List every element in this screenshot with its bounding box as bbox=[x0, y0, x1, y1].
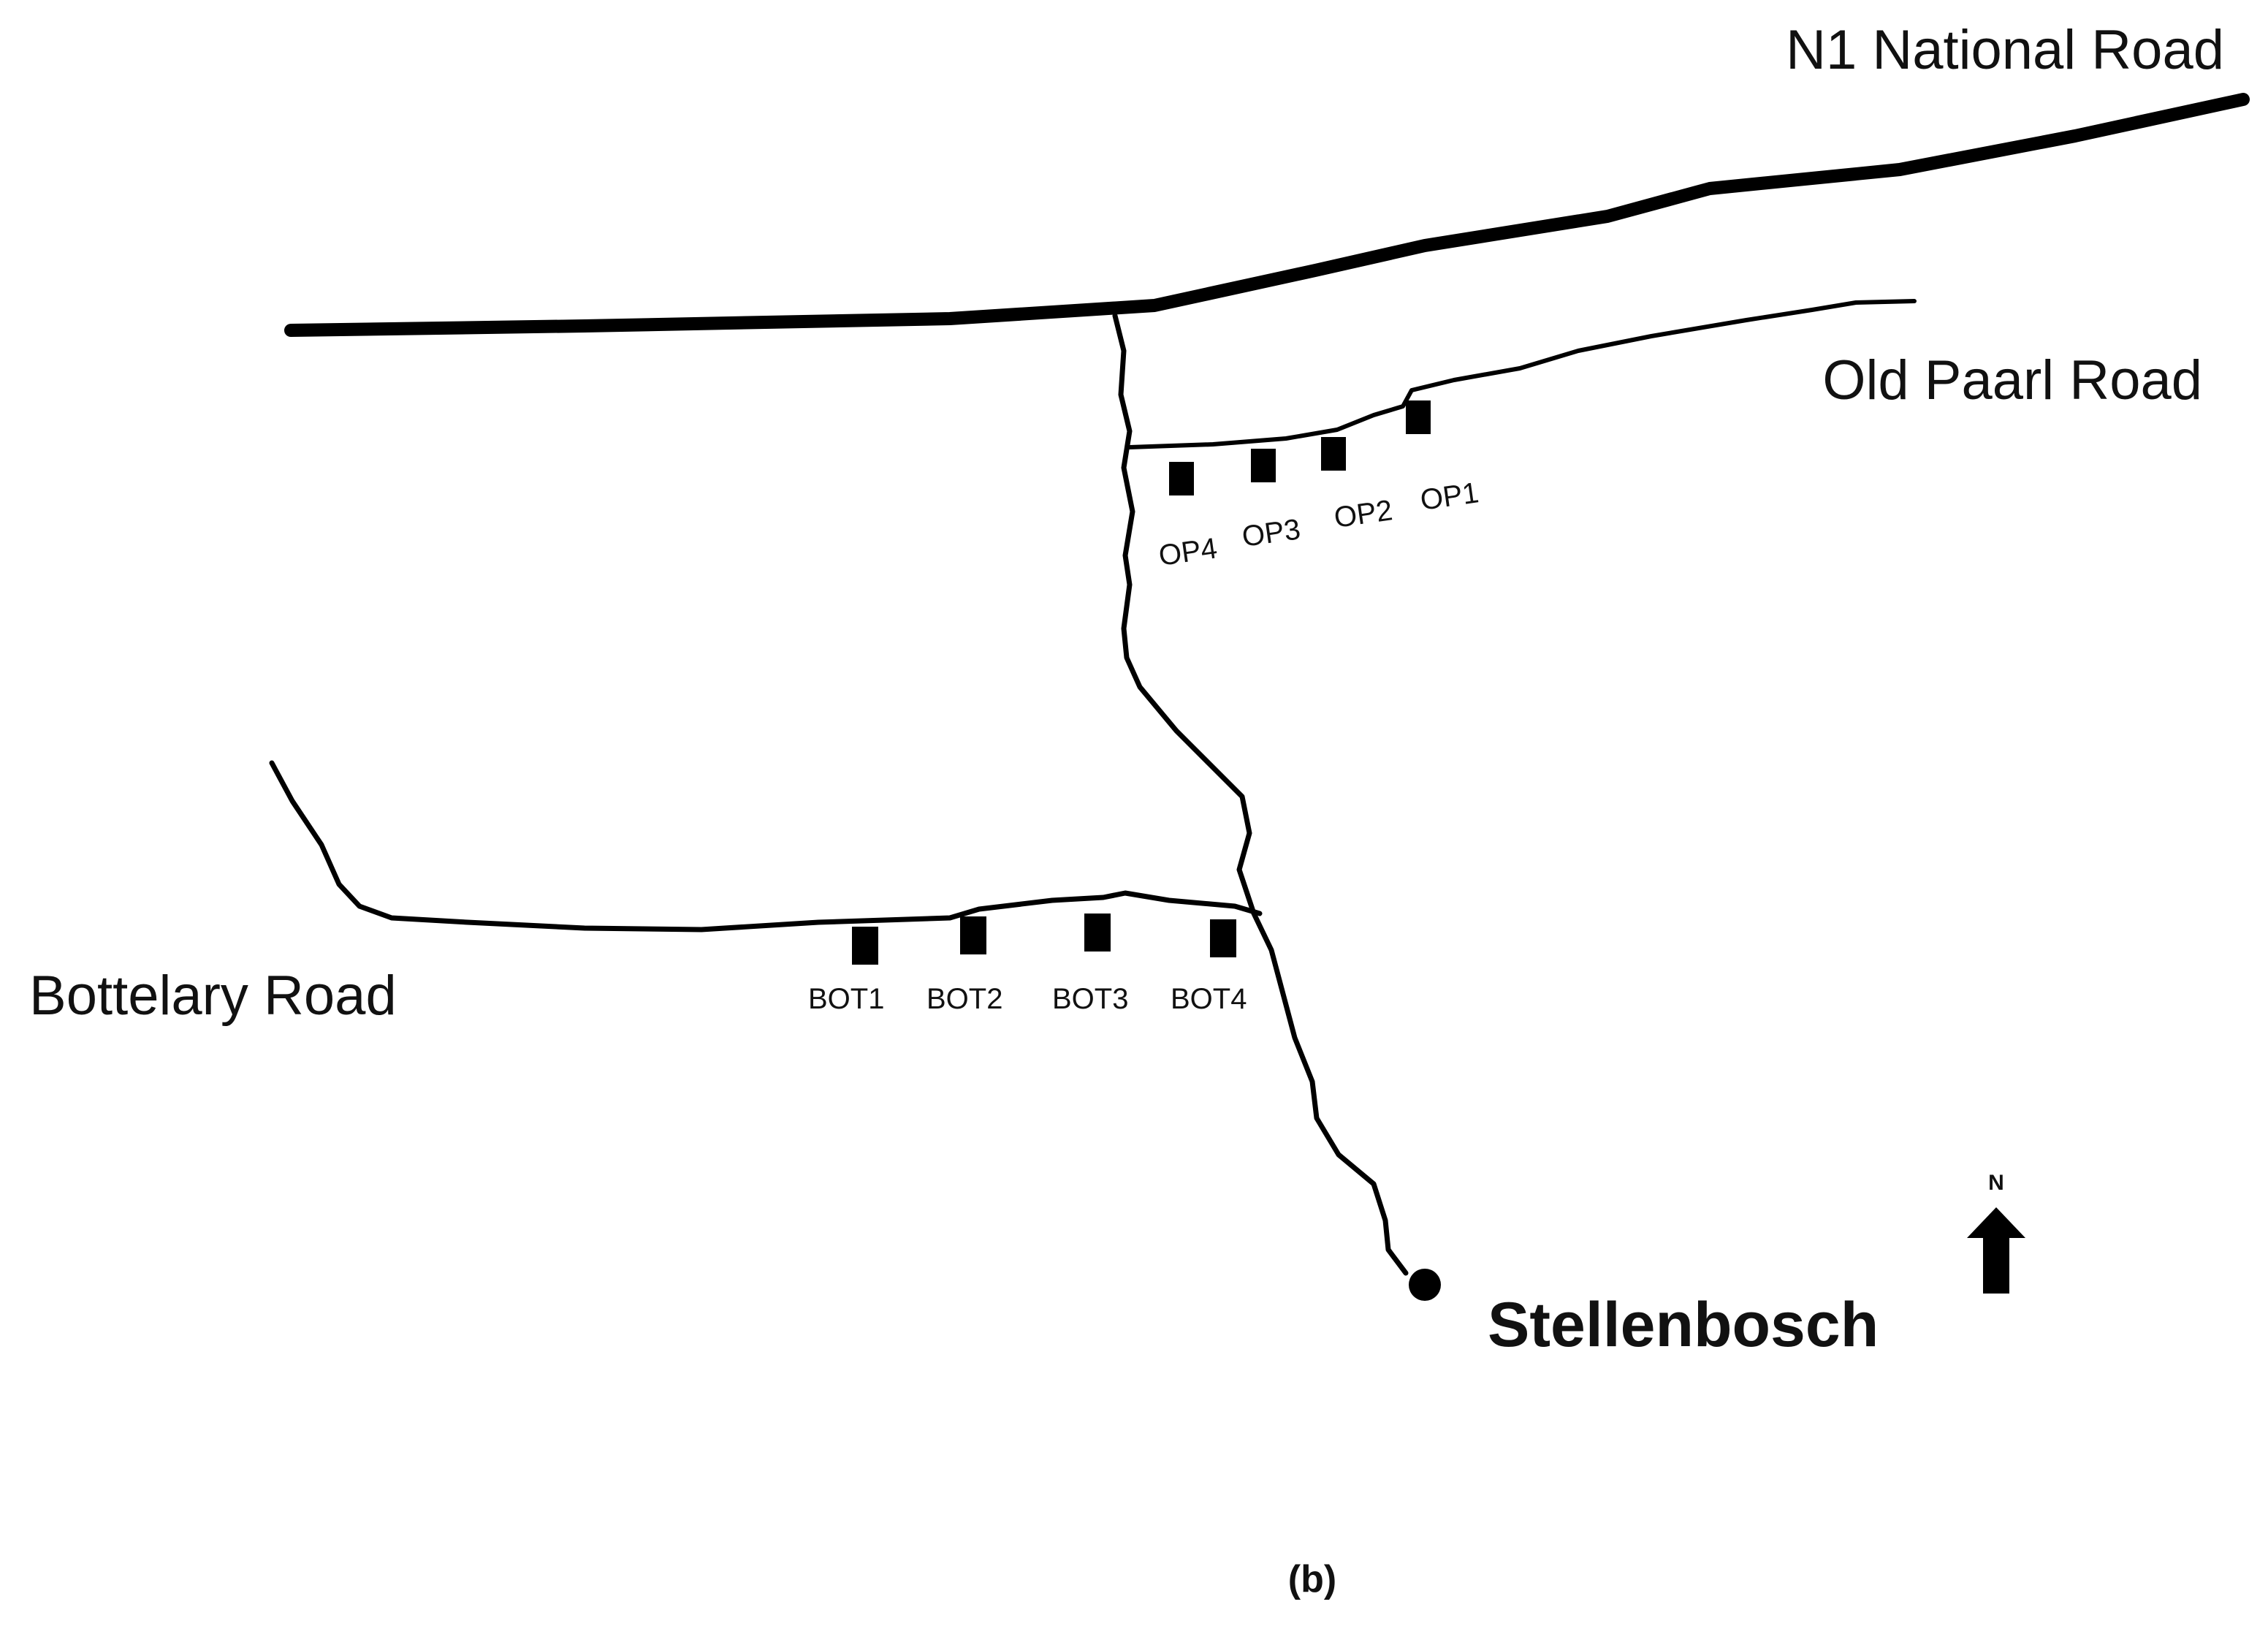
site-label-bot2: BOT2 bbox=[926, 983, 1002, 1015]
site-marker-op4 bbox=[1169, 462, 1194, 495]
stellenbosch-label: Stellenbosch bbox=[1488, 1290, 1879, 1360]
north-arrow-icon bbox=[1967, 1207, 2025, 1294]
site-label-op2: OP2 bbox=[1332, 494, 1394, 534]
old-paarl-road-line bbox=[1127, 299, 1917, 449]
site-label-bot4: BOT4 bbox=[1171, 983, 1247, 1015]
site-marker-op3 bbox=[1251, 449, 1276, 482]
site-marker-bot4 bbox=[1210, 919, 1236, 957]
site-marker-bot2 bbox=[960, 916, 986, 954]
bottelary-road-line bbox=[269, 760, 1263, 933]
panel-label: (b) bbox=[1288, 1558, 1336, 1600]
n1-national-road-line bbox=[284, 93, 2250, 337]
site-label-op4: OP4 bbox=[1157, 532, 1219, 572]
connector-road-line bbox=[1112, 313, 1409, 1276]
site-label-op3: OP3 bbox=[1240, 513, 1302, 553]
stellenbosch-point bbox=[1409, 1269, 1441, 1301]
site-label-bot1: BOT1 bbox=[808, 983, 884, 1015]
site-label-bot3: BOT3 bbox=[1052, 983, 1128, 1015]
n1-road-label: N1 National Road bbox=[1786, 19, 2224, 81]
site-marker-op1 bbox=[1406, 400, 1431, 434]
north-label: N bbox=[1988, 1171, 2004, 1195]
old-paarl-road-label: Old Paarl Road bbox=[1822, 349, 2202, 411]
site-marker-bot1 bbox=[852, 927, 878, 965]
site-label-op1: OP1 bbox=[1418, 476, 1480, 517]
bottelary-road-label: Bottelary Road bbox=[29, 965, 397, 1027]
site-marker-op2 bbox=[1321, 437, 1346, 471]
site-marker-bot3 bbox=[1084, 914, 1111, 952]
